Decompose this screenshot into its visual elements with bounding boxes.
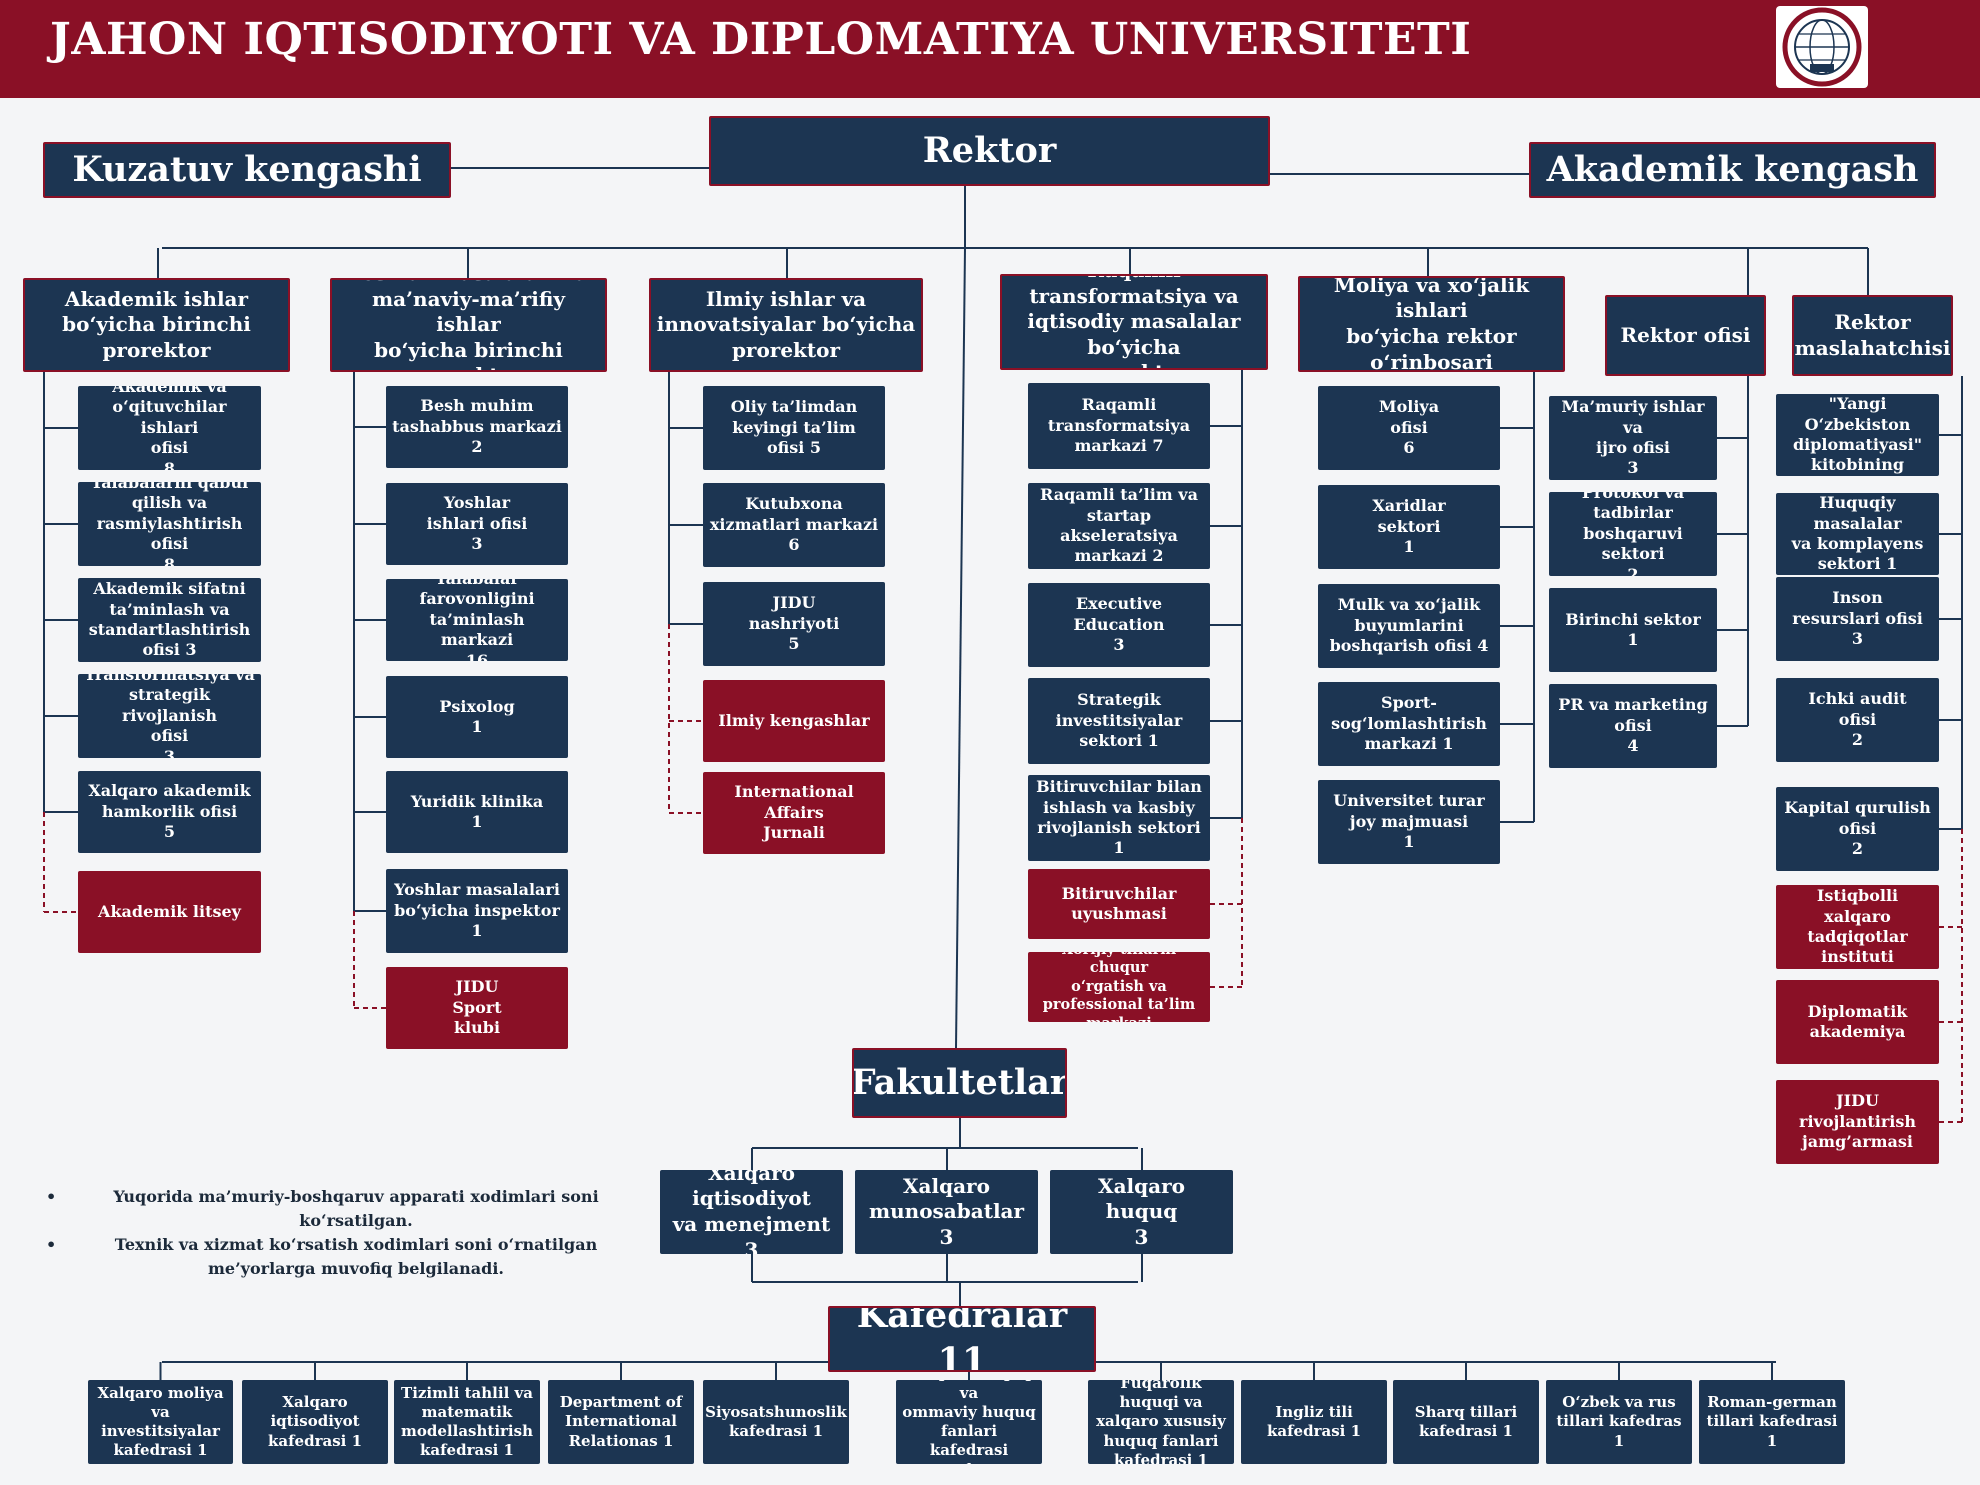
- unit-box: Diplomatik akademiya: [1776, 980, 1939, 1064]
- column-head-4: Raqamli transformatsiya va iqtisodiy mas…: [1000, 274, 1268, 370]
- unit-box: Raqamli transformatsiya markazi 7: [1028, 383, 1210, 469]
- unit-box: Kapital qurulish ofisi 2: [1776, 787, 1939, 871]
- faculty-box: Xalqaro huquq 3: [1050, 1170, 1233, 1254]
- unit-box: Besh muhim tashabbus markazi 2: [386, 386, 568, 468]
- footnote-item: Texnik va xizmat ko‘rsatish xodimlari so…: [42, 1233, 652, 1281]
- unit-box: Yoshlar masalalari bo‘yicha inspektor 1: [386, 869, 568, 953]
- column-head-3: Ilmiy ishlar va innovatsiyalar bo‘yicha …: [649, 278, 923, 372]
- rektor-box: Rektor: [709, 116, 1270, 186]
- unit-box: Raqamli ta’lim va startap akseleratsiya …: [1028, 483, 1210, 569]
- department-box: Roman-german tillari kafedrasi 1: [1699, 1380, 1845, 1464]
- unit-box: Ilmiy kengashlar: [703, 680, 885, 762]
- unit-box: Talabalar farovonligini ta’minlash marka…: [386, 579, 568, 661]
- unit-box: Huquqiy masalalar va komplayens sektori …: [1776, 493, 1939, 575]
- unit-box: Xalqaro akademik hamkorlik ofisi 5: [78, 771, 261, 853]
- kafedralar-box: Kafedralar 11: [828, 1306, 1096, 1372]
- department-box: Xalqaro iqtisodiyot kafedrasi 1: [242, 1380, 388, 1464]
- faculty-box: Xalqaro iqtisodiyot va menejment 3: [660, 1170, 843, 1254]
- column-head-2: Yoshlar masalalari va ma’naviy-ma’rifiy …: [330, 278, 607, 372]
- unit-box: Yuridik klinika 1: [386, 771, 568, 853]
- unit-box: Talabalarni qabul qilish va rasmiylashti…: [78, 482, 261, 566]
- department-box: Fuqarolik huquqi va xalqaro xususiy huqu…: [1088, 1380, 1234, 1464]
- column-head-1: Akademik ishlar bo‘yicha birinchi prorek…: [23, 278, 290, 372]
- faculty-box: Xalqaro munosabatlar 3: [855, 1170, 1038, 1254]
- column-head-7: Rektor maslahatchisi: [1792, 295, 1953, 376]
- footnotes: Yuqorida ma’muriy-boshqaruv apparati xod…: [42, 1185, 652, 1281]
- unit-box: Yoshlar ishlari ofisi 3: [386, 483, 568, 565]
- unit-box: Ichki audit ofisi 2: [1776, 678, 1939, 762]
- unit-box: Mulk va xo‘jalik buyumlarini boshqarish …: [1318, 584, 1500, 668]
- unit-box: Akademik litsey: [78, 871, 261, 953]
- department-box: Tizimli tahlil va matematik modellashtir…: [394, 1380, 540, 1464]
- unit-box: Xaridlar sektori 1: [1318, 485, 1500, 569]
- unit-box: Oliy ta’limdan keyingi ta’lim ofisi 5: [703, 386, 885, 470]
- unit-box: Maslahatchi-"Yangi O‘zbekiston diplomati…: [1776, 394, 1939, 476]
- unit-box: Universitet turar joy majmuasi 1: [1318, 780, 1500, 864]
- unit-box: Bitiruvchilar uyushmasi: [1028, 869, 1210, 939]
- unit-box: Istiqbolli xalqaro tadqiqotlar instituti: [1776, 885, 1939, 969]
- department-box: O‘zbek va rus tillari kafedras 1: [1546, 1380, 1692, 1464]
- fakultetlar-box: Fakultetlar: [852, 1048, 1067, 1118]
- unit-box: Sport- sog‘lomlashtirish markazi 1: [1318, 682, 1500, 766]
- unit-box: Strategik investitsiyalar sektori 1: [1028, 678, 1210, 764]
- unit-box: Transformatsiya va strategik rivojlanish…: [78, 674, 261, 758]
- column-head-6: Rektor ofisi: [1605, 295, 1766, 376]
- department-box: Xalqaro huquq va ommaviy huquq fanlari k…: [896, 1380, 1042, 1464]
- unit-box: Inson resurslari ofisi 3: [1776, 577, 1939, 661]
- unit-box: Protokol va tadbirlar boshqaruvi sektori…: [1549, 492, 1717, 576]
- unit-box: Bitiruvchilar bilan ishlash va kasbiy ri…: [1028, 775, 1210, 861]
- unit-box: JIDU rivojlantirish jamg’armasi: [1776, 1080, 1939, 1164]
- unit-box: JIDU Sport klubi: [386, 967, 568, 1049]
- unit-box: PR va marketing ofisi 4: [1549, 684, 1717, 768]
- unit-box: Xorijiy tillarni chuqur o‘rgatish va pro…: [1028, 952, 1210, 1022]
- university-seal-icon: [1776, 6, 1868, 88]
- department-box: Department of International Relationas 1: [548, 1380, 694, 1464]
- page-title: JAHON IQTISODIYOTI VA DIPLOMATIYA UNIVER…: [50, 14, 1472, 65]
- unit-box: Executive Education 3: [1028, 583, 1210, 667]
- department-box: Ingliz tili kafedrasi 1: [1241, 1380, 1387, 1464]
- unit-box: Akademik sifatni ta’minlash va standartl…: [78, 578, 261, 662]
- unit-box: International Affairs Jurnali: [703, 772, 885, 854]
- unit-box: Birinchi sektor 1: [1549, 588, 1717, 672]
- department-box: Siyosatshunoslik kafedrasi 1: [703, 1380, 849, 1464]
- footnote-item: Yuqorida ma’muriy-boshqaruv apparati xod…: [42, 1185, 652, 1233]
- unit-box: Moliya ofisi 6: [1318, 386, 1500, 470]
- unit-box: Akademik va o‘qituvchilar ishlari ofisi …: [78, 386, 261, 470]
- akademik-kengash-box: Akademik kengash: [1529, 142, 1936, 198]
- department-box: Xalqaro moliya va investitsiyalar kafedr…: [88, 1380, 233, 1464]
- unit-box: JIDU nashriyoti 5: [703, 582, 885, 666]
- connector: [955, 247, 966, 1049]
- unit-box: Ma’muriy ishlar va ijro ofisi 3: [1549, 396, 1717, 480]
- department-box: Sharq tillari kafedrasi 1: [1393, 1380, 1539, 1464]
- unit-box: Kutubxona xizmatlari markazi 6: [703, 483, 885, 567]
- header-bar: JAHON IQTISODIYOTI VA DIPLOMATIYA UNIVER…: [0, 0, 1980, 98]
- unit-box: Psixolog 1: [386, 676, 568, 758]
- kuzatuv-kengashi-box: Kuzatuv kengashi: [43, 142, 451, 198]
- column-head-5: Moliya va xo‘jalik ishlari bo‘yicha rekt…: [1298, 276, 1565, 372]
